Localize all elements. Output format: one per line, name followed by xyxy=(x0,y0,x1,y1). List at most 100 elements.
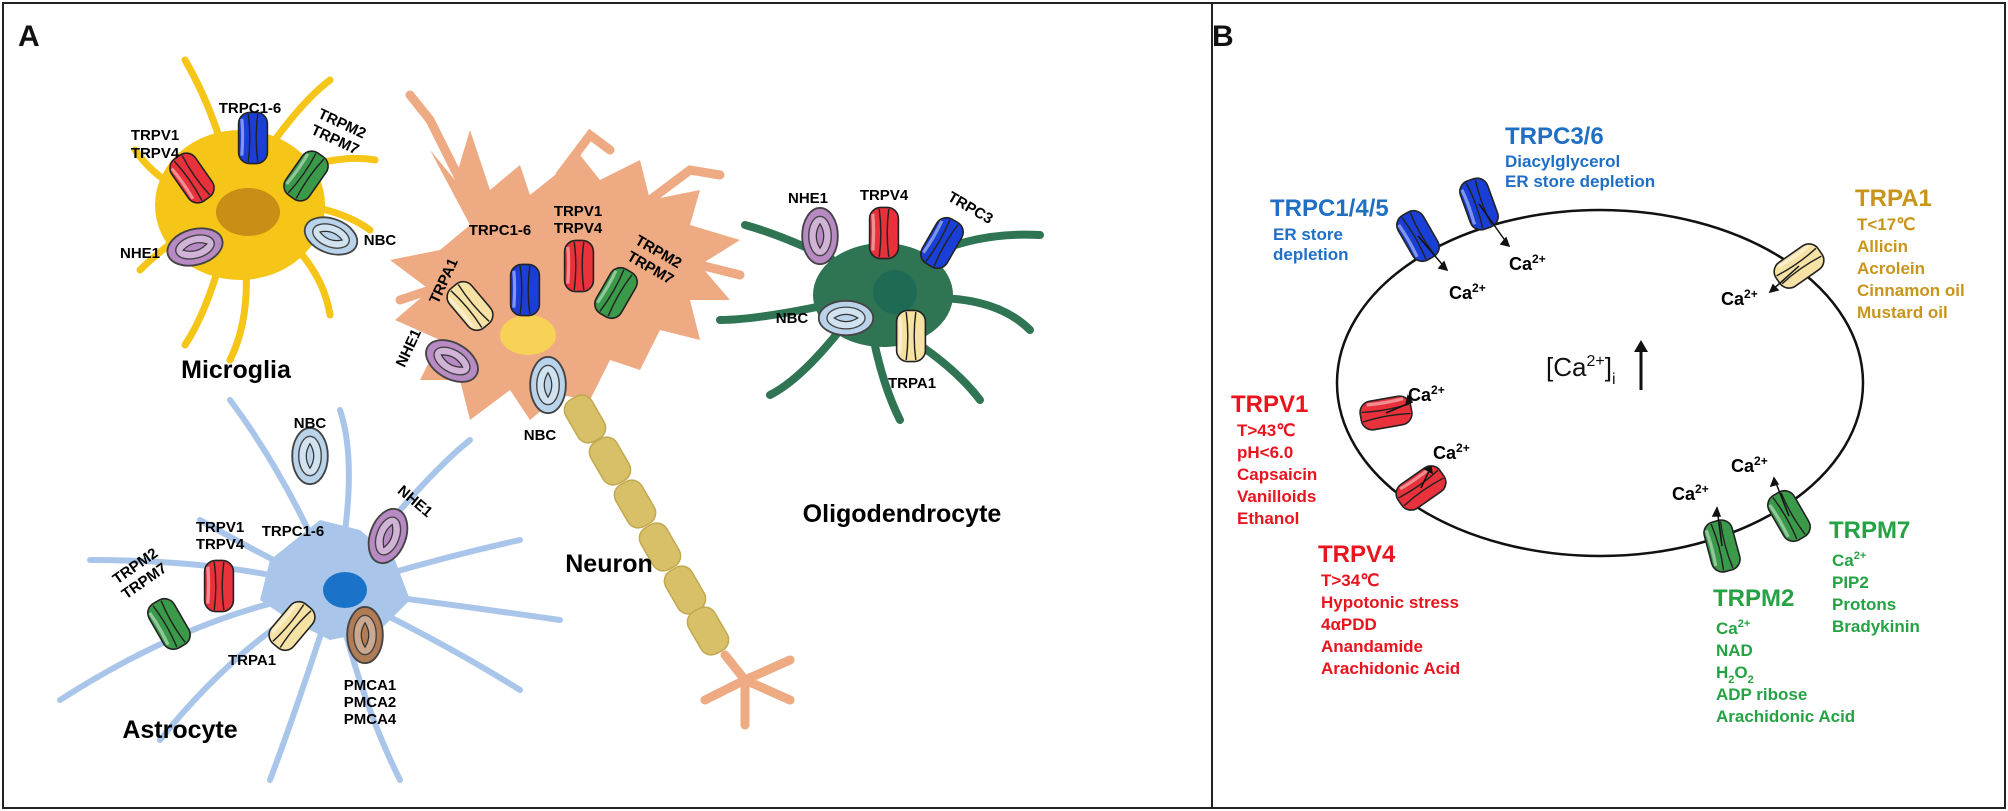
astrocyte-pmca-exchanger xyxy=(346,605,384,665)
trpa1-line-3: Acrolein xyxy=(1857,259,1925,278)
neuron-trpv-label-1: TRPV1 xyxy=(554,203,602,220)
microglia-trpv-label-2: TRPV4 xyxy=(131,145,180,162)
oligodendrocyte-name: Oligodendrocyte xyxy=(803,500,1002,528)
trpa1-title: TRPA1 xyxy=(1855,185,1932,212)
oligodendrocyte-trpv-label: TRPV4 xyxy=(860,187,909,204)
trpm7-line-1: PIP2 xyxy=(1832,573,1869,592)
trpv4-line-4: Anandamide xyxy=(1321,637,1423,656)
trpv1-title: TRPV1 xyxy=(1231,391,1308,418)
trpv1-line-4: Vanilloids xyxy=(1237,487,1316,506)
trpm2-title: TRPM2 xyxy=(1713,585,1794,612)
trpv4-ca-label: Ca2+ xyxy=(1433,441,1470,463)
trpv1-line-2: pH<6.0 xyxy=(1237,443,1293,462)
trpc145-line-1: ER store xyxy=(1273,225,1343,244)
trpv4-line-5: Arachidonic Acid xyxy=(1321,659,1460,678)
neuron-terminal xyxy=(700,650,795,730)
oligodendrocyte-trpa-label: TRPA1 xyxy=(888,375,936,392)
astrocyte-trpv-label-1: TRPV1 xyxy=(196,519,244,536)
trpv4-line-2: Hypotonic stress xyxy=(1321,593,1459,612)
trpa1-line-5: Mustard oil xyxy=(1857,303,1948,322)
neuron-name: Neuron xyxy=(565,550,653,578)
astrocyte-pmca-label-3: PMCA4 xyxy=(344,711,397,728)
trpv1-ca-label: Ca2+ xyxy=(1408,383,1445,405)
trpm2-ca-line: Ca2+ xyxy=(1716,618,1750,638)
oligodendrocyte-nucleus xyxy=(873,270,917,314)
trpm7-ca-line: Ca2+ xyxy=(1832,550,1866,570)
trpa1-line-1: T<17℃ xyxy=(1857,215,1915,234)
trpm7-line-2: Protons xyxy=(1832,595,1896,614)
oligodendrocyte-trpv-channel xyxy=(868,205,900,261)
trpm7-title: TRPM7 xyxy=(1829,517,1910,544)
neuron-trpv-label-2: TRPV4 xyxy=(554,220,603,237)
panel-b-letter: B xyxy=(1212,20,1234,53)
calcium-flux-arrows xyxy=(1385,203,1800,547)
trpm2-line-adp: ADP ribose xyxy=(1716,685,1807,704)
panel-a-letter: A xyxy=(18,20,40,53)
trpm2-line-aa: Arachidonic Acid xyxy=(1716,707,1855,726)
trpc36-title: TRPC3/6 xyxy=(1505,123,1604,150)
panel-b: B [Ca2+]i Ca2+ Ca2+ Ca2+ Ca2+ Ca2+ Ca2+ xyxy=(1212,20,1965,726)
astrocyte-pmca-label-2: PMCA2 xyxy=(344,694,397,711)
trpc145-ca-label: Ca2+ xyxy=(1449,281,1486,303)
microglia-nbc-label: NBC xyxy=(364,232,397,249)
calcium-increase-arrowhead xyxy=(1634,340,1648,352)
neuron-trpv-channel xyxy=(563,238,595,294)
trpv4-title: TRPV4 xyxy=(1318,541,1396,568)
trpc145-line-2: depletion xyxy=(1273,245,1349,264)
oligodendrocyte-trpa-channel xyxy=(895,308,927,364)
microglia-trpv-label-1: TRPV1 xyxy=(131,127,179,144)
trpv4-line-1: T>34℃ xyxy=(1321,571,1379,590)
trpv4-line-3: 4αPDD xyxy=(1321,615,1377,634)
astrocyte-nbc-exchanger xyxy=(291,426,329,486)
panel-a: A TRPC1-6 TRPV1 TRPV4 xyxy=(18,20,1044,783)
trpm7-ca-label: Ca2+ xyxy=(1731,454,1768,476)
astrocyte-name: Astrocyte xyxy=(122,716,237,744)
cell-membrane-ellipse xyxy=(1335,208,1865,558)
astrocyte-trpa-label: TRPA1 xyxy=(228,652,276,669)
trpv1-line-3: Capsaicin xyxy=(1237,465,1317,484)
microglia-trpc-label: TRPC1-6 xyxy=(219,100,282,117)
trpc145-title: TRPC1/4/5 xyxy=(1270,195,1389,222)
microglia-name: Microglia xyxy=(181,356,292,384)
trpv1-line-1: T>43℃ xyxy=(1237,421,1295,440)
trpa1-line-4: Cinnamon oil xyxy=(1857,281,1965,300)
neuron-nbc-label: NBC xyxy=(524,427,557,444)
astrocyte-trpc-label: TRPC1-6 xyxy=(262,523,325,540)
astrocyte-cell: NBC NHE1 TRPC1-6 TRPV1 TRPV4 TRPM2 TRPM7… xyxy=(57,397,563,783)
trpc36-ca-label: Ca2+ xyxy=(1509,252,1546,274)
astrocyte-trpm-channel xyxy=(142,593,196,655)
trpa1-ca-label: Ca2+ xyxy=(1721,287,1758,309)
neuron-nucleus xyxy=(500,315,556,355)
oligodendrocyte-nhe-exchanger xyxy=(801,206,839,266)
oligodendrocyte-nbc-label: NBC xyxy=(776,310,809,327)
microglia-nhe-label: NHE1 xyxy=(120,245,160,262)
microglia-trpc-channel xyxy=(237,110,269,166)
microglia-nucleus xyxy=(216,188,280,236)
oligodendrocyte-cell: NHE1 TRPV4 TRPC3 NBC TRPA1 Oligodendrocy… xyxy=(716,187,1044,528)
neuron-trpc-label: TRPC1-6 xyxy=(469,222,532,239)
astrocyte-nucleus xyxy=(323,572,367,608)
astrocyte-nbc-label: NBC xyxy=(294,415,327,432)
intracellular-calcium-label: [Ca2+]i xyxy=(1546,352,1616,388)
neuron-nbc-exchanger xyxy=(529,355,567,415)
neuron-cell: TRPC1-6 TRPV1 TRPV4 TRPM2 TRPM7 TRPA1 NH… xyxy=(390,90,795,730)
trpm2-h2o2-line: H2O2 xyxy=(1716,663,1754,686)
trpm2-ca-label: Ca2+ xyxy=(1672,482,1709,504)
neuron-nhe-label: NHE1 xyxy=(393,326,425,369)
neuron-axon xyxy=(563,394,730,656)
microglia-cell: TRPC1-6 TRPV1 TRPV4 TRPM2 TRPM7 NHE1 NBC… xyxy=(120,56,397,384)
trpm7-line-3: Bradykinin xyxy=(1832,617,1920,636)
oligodendrocyte-nbc-exchanger xyxy=(817,299,875,337)
trpa1-line-2: Allicin xyxy=(1857,237,1908,256)
trpm2-line-nad: NAD xyxy=(1716,641,1753,660)
astrocyte-trpv-label-2: TRPV4 xyxy=(196,536,245,553)
trpc36-line-2: ER store depletion xyxy=(1505,172,1655,191)
astrocyte-pmca-label-1: PMCA1 xyxy=(344,677,397,694)
trpv1-line-5: Ethanol xyxy=(1237,509,1299,528)
oligodendrocyte-nhe-label: NHE1 xyxy=(788,190,828,207)
neuron-trpc-channel xyxy=(509,262,541,318)
trpc36-line-1: Diacylglycerol xyxy=(1505,152,1620,171)
